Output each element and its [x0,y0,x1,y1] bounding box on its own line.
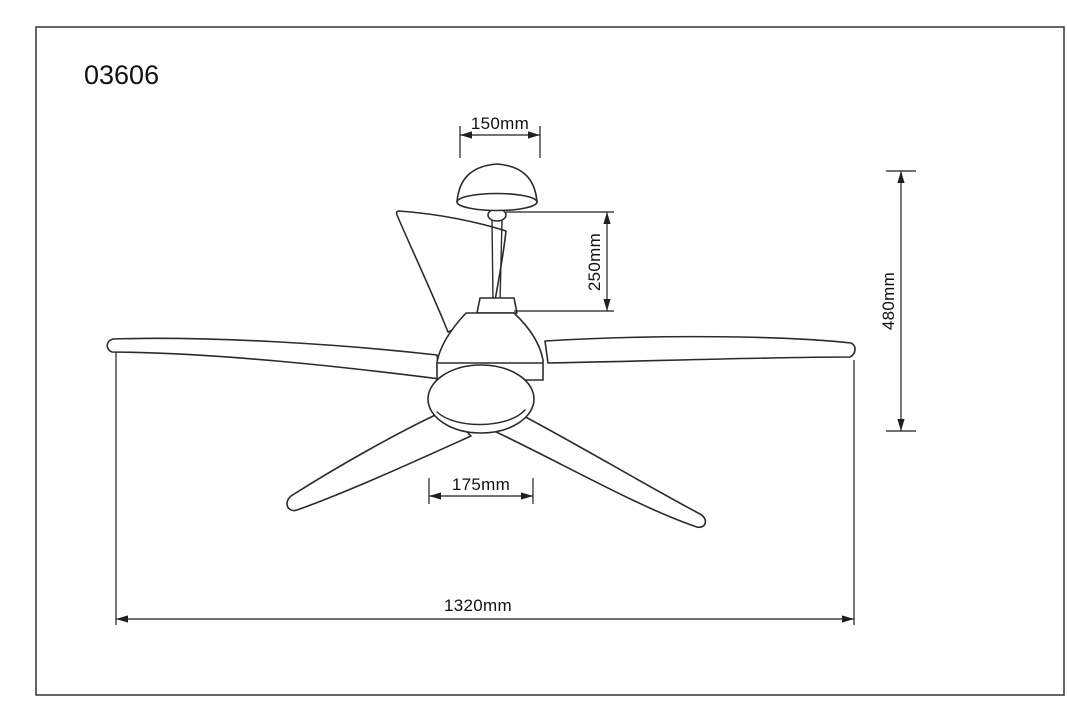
light-lens-line [436,409,526,426]
dim-blade-span [115,352,855,625]
dim-total-height [886,170,916,432]
blade-lower-right [491,411,707,529]
dim-label-drop-height: 250mm [585,233,604,291]
dim-drop-height [506,211,614,312]
motor-neck [476,297,518,314]
blade-right [544,335,856,364]
dim-label-canopy-width: 150mm [471,114,529,133]
dim-label-total-height: 480mm [879,272,898,330]
dim-body-width [428,478,534,504]
model-number: 03606 [84,60,159,90]
light-kit [427,364,535,434]
canopy [456,163,538,203]
downrod [491,219,503,303]
ceiling-fan-illustration [106,163,856,529]
dim-canopy-width [459,126,541,158]
blade-left [106,337,441,380]
blade-lower-left [286,409,472,512]
dim-label-body-width: 175mm [452,475,510,494]
dim-label-blade-span: 1320mm [444,596,512,615]
canopy-base [456,192,538,212]
drawing-border [35,26,1065,696]
